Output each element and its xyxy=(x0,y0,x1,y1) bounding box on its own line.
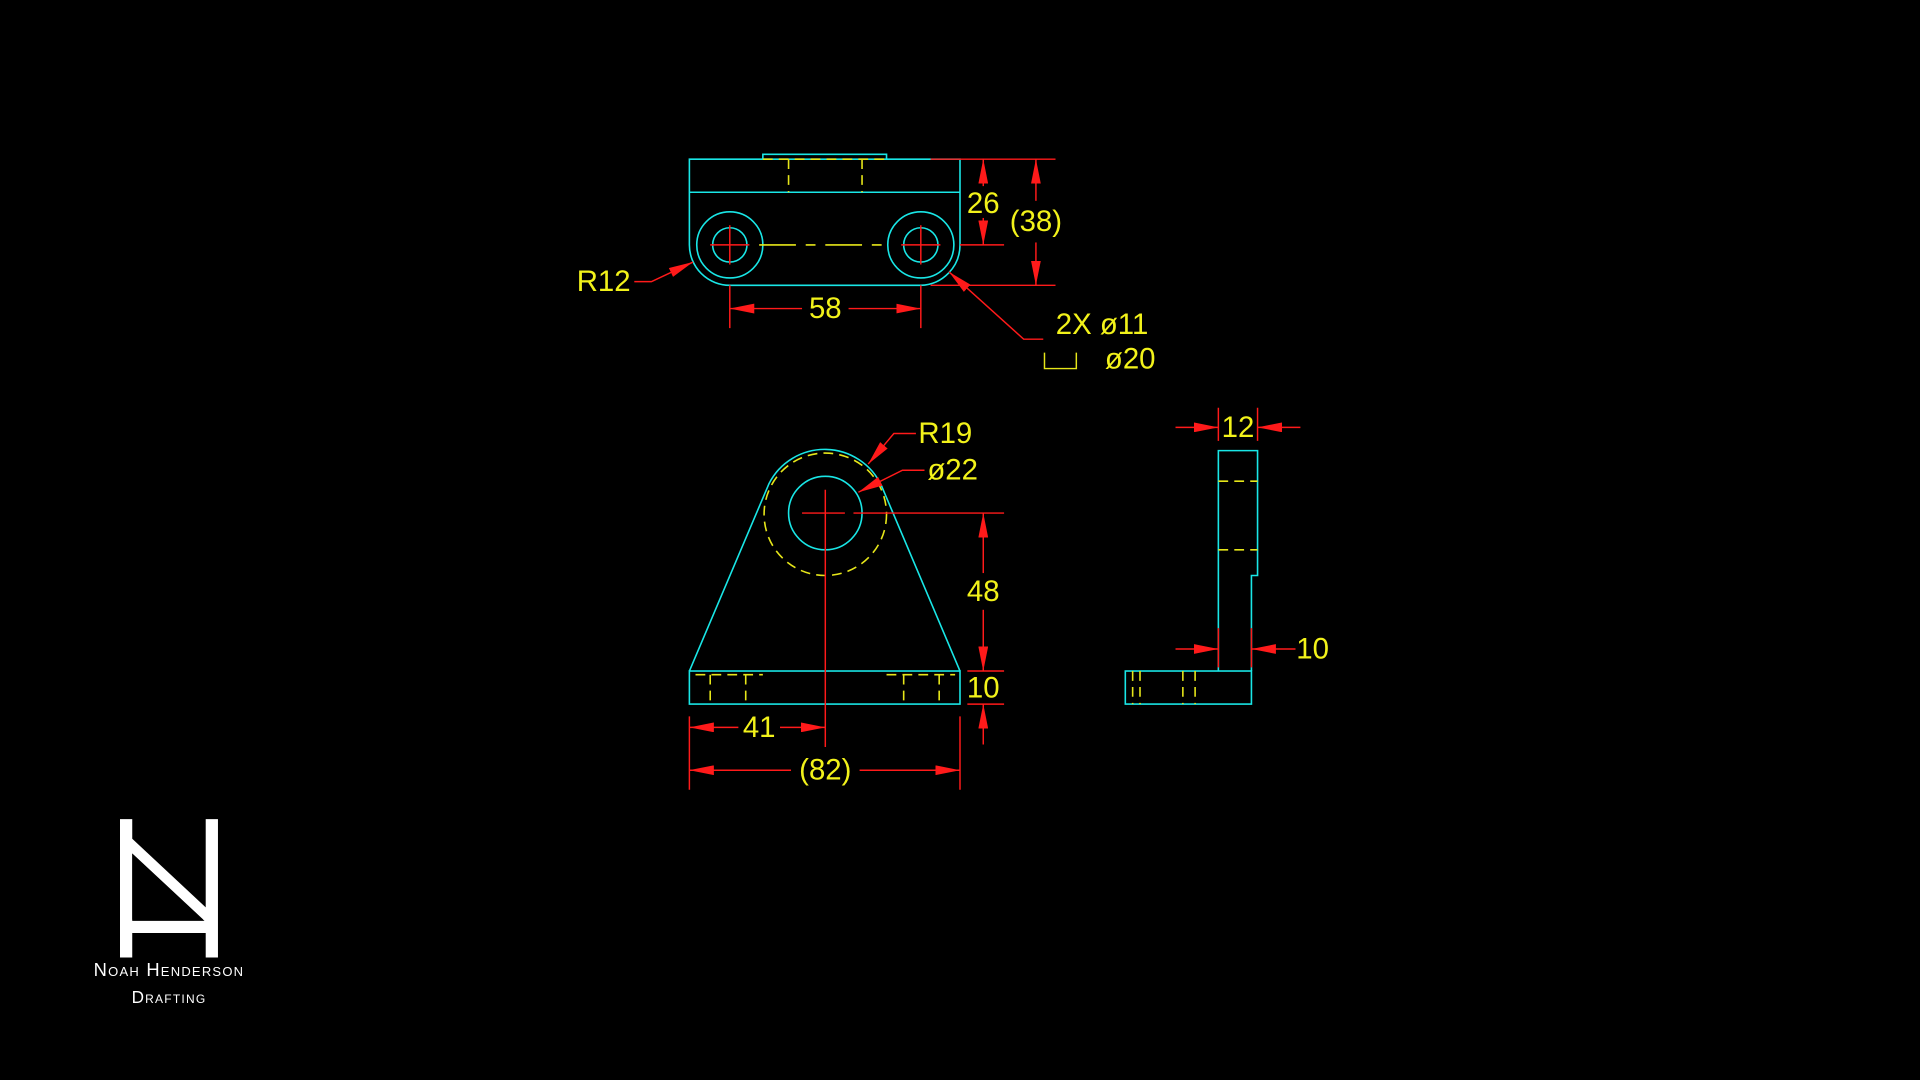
hidden-holes xyxy=(695,673,956,705)
leader-r12 xyxy=(634,261,694,283)
top-view-tab xyxy=(762,153,888,160)
dim-38: (38) xyxy=(1010,205,1062,238)
hole-note-counterbore: ø20 xyxy=(1105,342,1156,375)
side-base-outline xyxy=(1124,670,1253,705)
logo: Noah Henderson Drafting xyxy=(94,819,245,1007)
leader-d22 xyxy=(858,469,925,493)
top-view: 26 (38) 58 R12 2X ø11 ø20 xyxy=(577,153,1156,375)
side-plate-outline xyxy=(1217,449,1259,672)
hidden-holes xyxy=(1131,671,1196,705)
leader-r19 xyxy=(867,432,916,465)
counterbore-circle xyxy=(886,211,955,279)
dim-12: 12 xyxy=(1222,411,1255,444)
radius-r19: R19 xyxy=(918,417,972,450)
dim-41: 41 xyxy=(743,711,776,744)
leader-hole-note xyxy=(948,271,1044,340)
front-view: 48 10 41 (82) R19 ø22 xyxy=(688,417,1005,790)
center-lines xyxy=(802,489,1005,747)
hidden-hole-lines xyxy=(1218,480,1258,551)
hole-note-diameter: 2X ø11 xyxy=(1056,308,1149,341)
side-view: 12 10 xyxy=(1124,407,1329,705)
dim-10-base: 10 xyxy=(967,672,1000,705)
diameter-d22: ø22 xyxy=(927,454,978,487)
top-view-outline xyxy=(688,158,961,287)
extension-lines xyxy=(1217,407,1259,668)
dim-58: 58 xyxy=(809,292,842,325)
logo-monogram-icon xyxy=(120,819,218,958)
dim-48: 48 xyxy=(967,575,1000,608)
center-marks xyxy=(710,225,941,265)
logo-name: Noah Henderson xyxy=(94,959,245,980)
dim-26: 26 xyxy=(967,187,1000,220)
dim-10-plate: 10 xyxy=(1296,632,1329,665)
upright-outline xyxy=(688,448,961,672)
radius-r12: R12 xyxy=(577,265,631,298)
dim-82: (82) xyxy=(799,754,851,787)
counterbore-symbol-icon xyxy=(1043,352,1078,370)
logo-subtitle: Drafting xyxy=(132,987,207,1007)
